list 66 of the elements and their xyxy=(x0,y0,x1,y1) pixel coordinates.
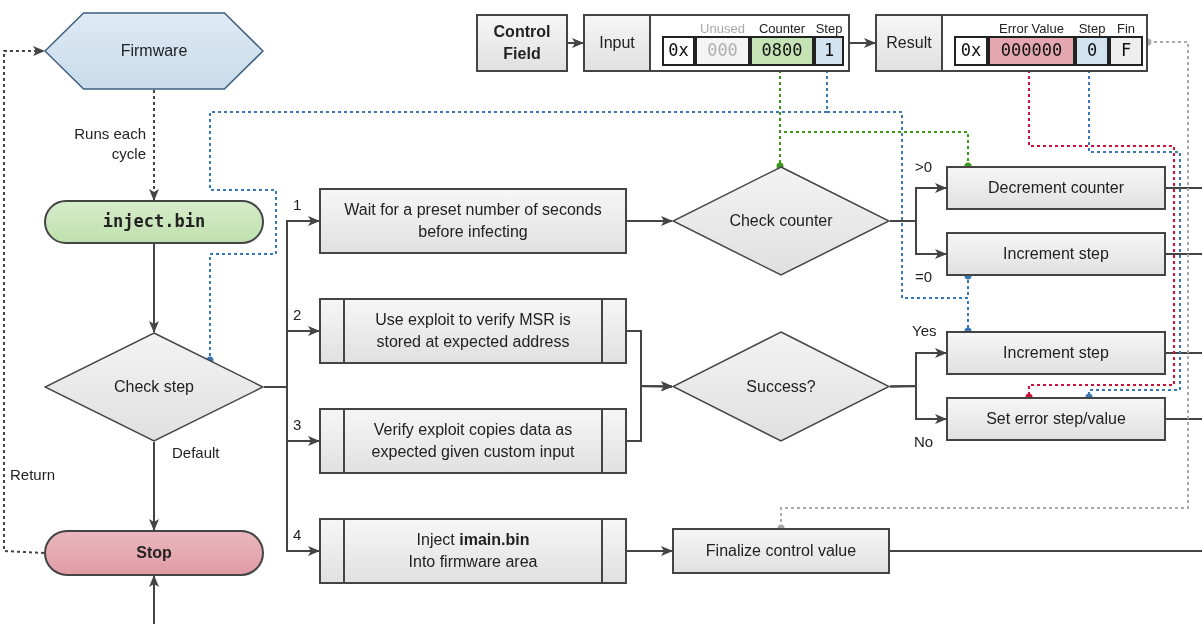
arrow xyxy=(567,38,584,48)
node-text: Result xyxy=(886,33,932,53)
field-label: Step xyxy=(1078,20,1106,38)
field-label: Unused xyxy=(700,20,745,38)
field-label: Counter xyxy=(758,20,806,38)
node-text: Verify exploit copies data as expected given custom input xyxy=(370,420,576,462)
arrow xyxy=(149,441,159,531)
field-label: Step xyxy=(815,20,843,38)
node-text: Finalize control value xyxy=(705,541,857,561)
node-text: Wait for a preset number of seconds before infecting xyxy=(343,200,603,242)
register-value: 0800 xyxy=(761,39,803,63)
subprocess-box xyxy=(319,518,627,584)
arrow xyxy=(626,216,673,226)
node-text: Use exploit to verify MSR is stored at expected address xyxy=(374,310,572,352)
arrow xyxy=(149,575,159,624)
node-text: Check step xyxy=(113,377,194,397)
end-terminal xyxy=(44,530,264,576)
start-hexagon xyxy=(44,12,264,90)
node-text: Increment step xyxy=(1003,244,1109,264)
field-label: Error Value xyxy=(999,20,1064,38)
register-value: 000000 xyxy=(1000,39,1063,63)
decision-diamond xyxy=(44,332,264,442)
subprocess-box xyxy=(319,298,627,364)
node-text: inject.bin xyxy=(102,210,206,234)
arrow xyxy=(3,46,45,554)
node-text: Set error step/value xyxy=(986,409,1126,429)
node-text: Increment step xyxy=(1003,343,1109,363)
node-text: Check counter xyxy=(729,211,833,231)
node-text: Inject imain.bin xyxy=(416,530,530,550)
arrow xyxy=(849,38,876,48)
process-box xyxy=(319,188,627,254)
arrow xyxy=(149,243,159,333)
subprocess-box xyxy=(319,408,627,474)
register-value: 0x xyxy=(960,39,982,63)
node-text: Firmware xyxy=(120,41,188,61)
process-box xyxy=(672,528,890,574)
arrow xyxy=(889,385,947,424)
control-field-box xyxy=(476,14,568,72)
process-box xyxy=(946,166,1166,210)
process-box xyxy=(946,232,1166,276)
register-cell xyxy=(662,36,695,66)
arrow xyxy=(149,89,159,201)
node-text: Decrement counter xyxy=(987,178,1125,198)
arrow xyxy=(626,546,673,556)
decision-diamond xyxy=(672,166,890,276)
process-box xyxy=(946,331,1166,375)
field-label: Fin xyxy=(1116,20,1136,38)
node-text: Stop xyxy=(136,543,172,563)
register-value: 0 xyxy=(1086,39,1098,63)
node-text: Into firmware area xyxy=(408,552,538,572)
program-terminal xyxy=(44,200,264,244)
process-box xyxy=(946,397,1166,441)
node-text: Success? xyxy=(746,376,816,397)
register-cell xyxy=(954,36,988,66)
register-value: 0x xyxy=(668,39,689,63)
node-text: Control Field xyxy=(492,22,552,64)
register-box xyxy=(875,14,1148,72)
arrow xyxy=(626,381,673,442)
decision-diamond xyxy=(672,331,890,442)
register-value: 000 xyxy=(707,39,738,63)
register-value: 1 xyxy=(823,39,835,63)
node-text: Input xyxy=(599,33,635,53)
register-box xyxy=(583,14,850,72)
register-value: F xyxy=(1120,39,1132,63)
arrow xyxy=(263,386,320,556)
arrow xyxy=(889,220,947,259)
